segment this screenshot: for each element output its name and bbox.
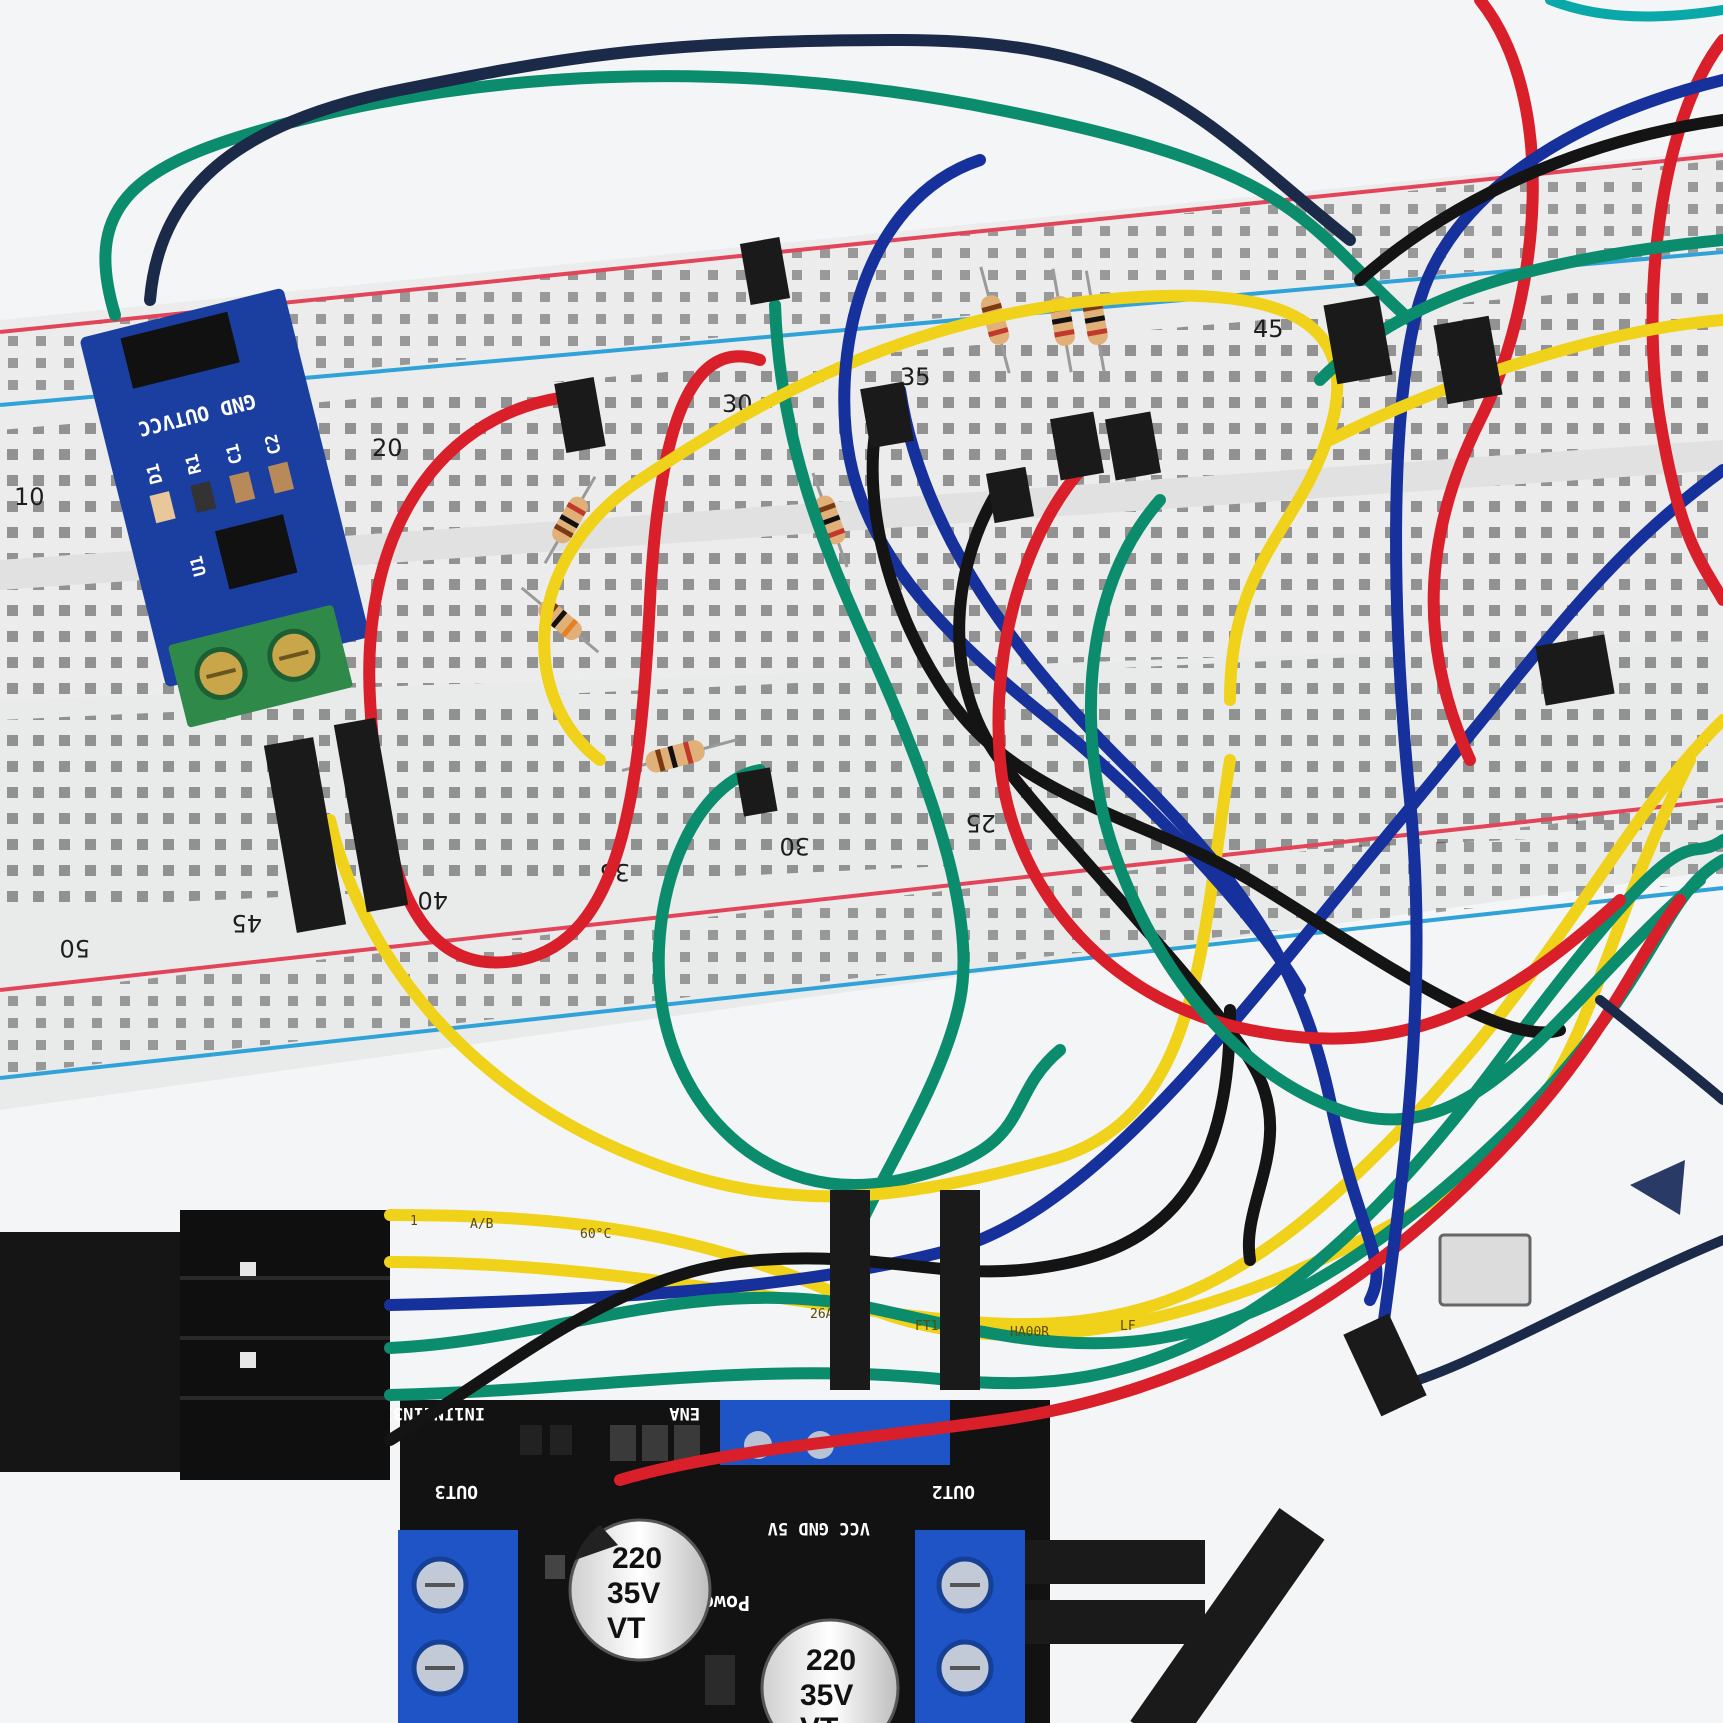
ribbon-print-1: 1 — [410, 1214, 418, 1229]
column-number-50: 50 — [59, 934, 90, 962]
header-pin — [1049, 411, 1105, 481]
wire-navy — [144, 33, 1356, 306]
output-terminal-right — [915, 1530, 1025, 1723]
wire-yellow — [538, 289, 1344, 766]
wire-red — [363, 350, 766, 969]
wire-yellow — [1324, 314, 1723, 446]
ena-label: ENA — [669, 1403, 700, 1423]
header-pin — [1025, 1540, 1205, 1584]
wire-green — [1084, 494, 1706, 1126]
label-c1: C1 — [223, 442, 247, 467]
smd-chip — [545, 1555, 565, 1579]
out2-label: OUT2 — [932, 1481, 975, 1502]
capacitor-1: 220 35V VT — [568, 1518, 712, 1662]
header-pin — [1433, 315, 1503, 405]
sensor-module: GND OUTVCC D1 R1 C1 C2 U1 — [80, 288, 369, 687]
rail-line-blue-lower — [0, 886, 1723, 1080]
column-number-45: 45 — [1253, 315, 1284, 343]
label-d1: D1 — [143, 461, 167, 486]
column-number-35: 35 — [900, 363, 931, 391]
resistor — [811, 472, 849, 568]
wire-blue — [838, 154, 1306, 996]
header-pin — [985, 466, 1035, 524]
ribbon-print-3: 60°C — [580, 1227, 611, 1242]
wire-red — [1427, 0, 1539, 766]
ribbon-print-6: HA00R — [1010, 1325, 1049, 1340]
header-pin — [739, 236, 791, 306]
tact-switch — [1438, 1233, 1532, 1307]
column-number-30b: 30 — [779, 832, 810, 860]
header-pins — [263, 236, 1615, 1723]
cap1-value: 220 — [612, 1542, 662, 1575]
output-terminal-left — [398, 1530, 518, 1723]
wire-navy — [1595, 995, 1723, 1105]
column-number-40: 40 — [417, 886, 448, 914]
breadboard-upper: 10 20 30 35 45 — [0, 150, 1723, 700]
wire-navy — [1375, 1235, 1723, 1395]
wire-green — [99, 70, 1416, 326]
wire-black — [953, 474, 1277, 1266]
cap2-value: 220 — [806, 1644, 856, 1677]
header-pin — [554, 377, 606, 453]
terminal-strip-a — [0, 280, 1723, 560]
wire-green — [384, 834, 1723, 1401]
cap1-series: VT — [607, 1612, 645, 1645]
header-pin — [333, 717, 409, 913]
smd-chip — [705, 1655, 735, 1705]
wire-red — [614, 894, 1686, 1486]
wire-green — [652, 764, 1066, 1191]
resistor — [543, 475, 597, 565]
header-pin — [940, 1190, 980, 1390]
screw-terminal-green — [168, 605, 353, 728]
ribbon-print-5: FT1 — [915, 1319, 938, 1334]
wire-black — [384, 1004, 1236, 1446]
dupont-housing — [0, 1210, 390, 1480]
wire-yellow — [384, 754, 1696, 1341]
column-number-25: 25 — [965, 809, 996, 837]
header-pin — [860, 381, 914, 449]
out3-label: OUT3 — [435, 1481, 478, 1502]
label-c2: C2 — [261, 432, 285, 457]
triangle-marker — [1630, 1160, 1685, 1215]
column-number-20: 20 — [372, 434, 403, 462]
terminal-strip-c — [0, 640, 1723, 910]
jumper-headers — [520, 1425, 700, 1461]
header-pin — [1535, 634, 1615, 706]
header-pin — [1104, 411, 1162, 481]
header-pin — [1130, 1508, 1325, 1723]
rail-line-red — [0, 153, 1723, 334]
header-pin — [830, 1190, 870, 1390]
label-u1: U1 — [187, 554, 211, 579]
wire-green — [769, 299, 970, 1266]
terminal-strip-b — [0, 470, 1723, 700]
cap2-voltage: 35V — [800, 1679, 853, 1712]
wire-cyan — [1545, 0, 1723, 22]
wire-black — [1354, 114, 1723, 286]
rail-line-red-lower — [0, 798, 1723, 992]
cap1-voltage: 35V — [607, 1577, 660, 1610]
power-labels: VCC GND 5V — [768, 1518, 870, 1538]
cap2-series: VT — [800, 1712, 838, 1723]
capacitor-2: 220 35V VT — [760, 1618, 900, 1723]
header-pin — [1343, 1313, 1427, 1417]
label-r1: R1 — [182, 452, 206, 477]
header-pin — [263, 737, 347, 933]
motor-driver-board: IN1IN2IN3IN4ENB ENA OUT3 OUT2 VCC GND 5V… — [331, 1400, 1050, 1723]
wire-red — [992, 454, 1626, 1045]
header-pin — [1323, 295, 1393, 385]
column-number-10: 10 — [14, 483, 45, 511]
ribbon-print-7: LF — [1120, 1319, 1136, 1334]
wire-blue — [384, 464, 1723, 1311]
header-pin — [1025, 1600, 1205, 1644]
header-pin — [736, 767, 778, 817]
ribbon-print-2: A/B — [470, 1217, 494, 1232]
column-number-45b: 45 — [231, 909, 262, 937]
resistor — [1082, 270, 1108, 373]
